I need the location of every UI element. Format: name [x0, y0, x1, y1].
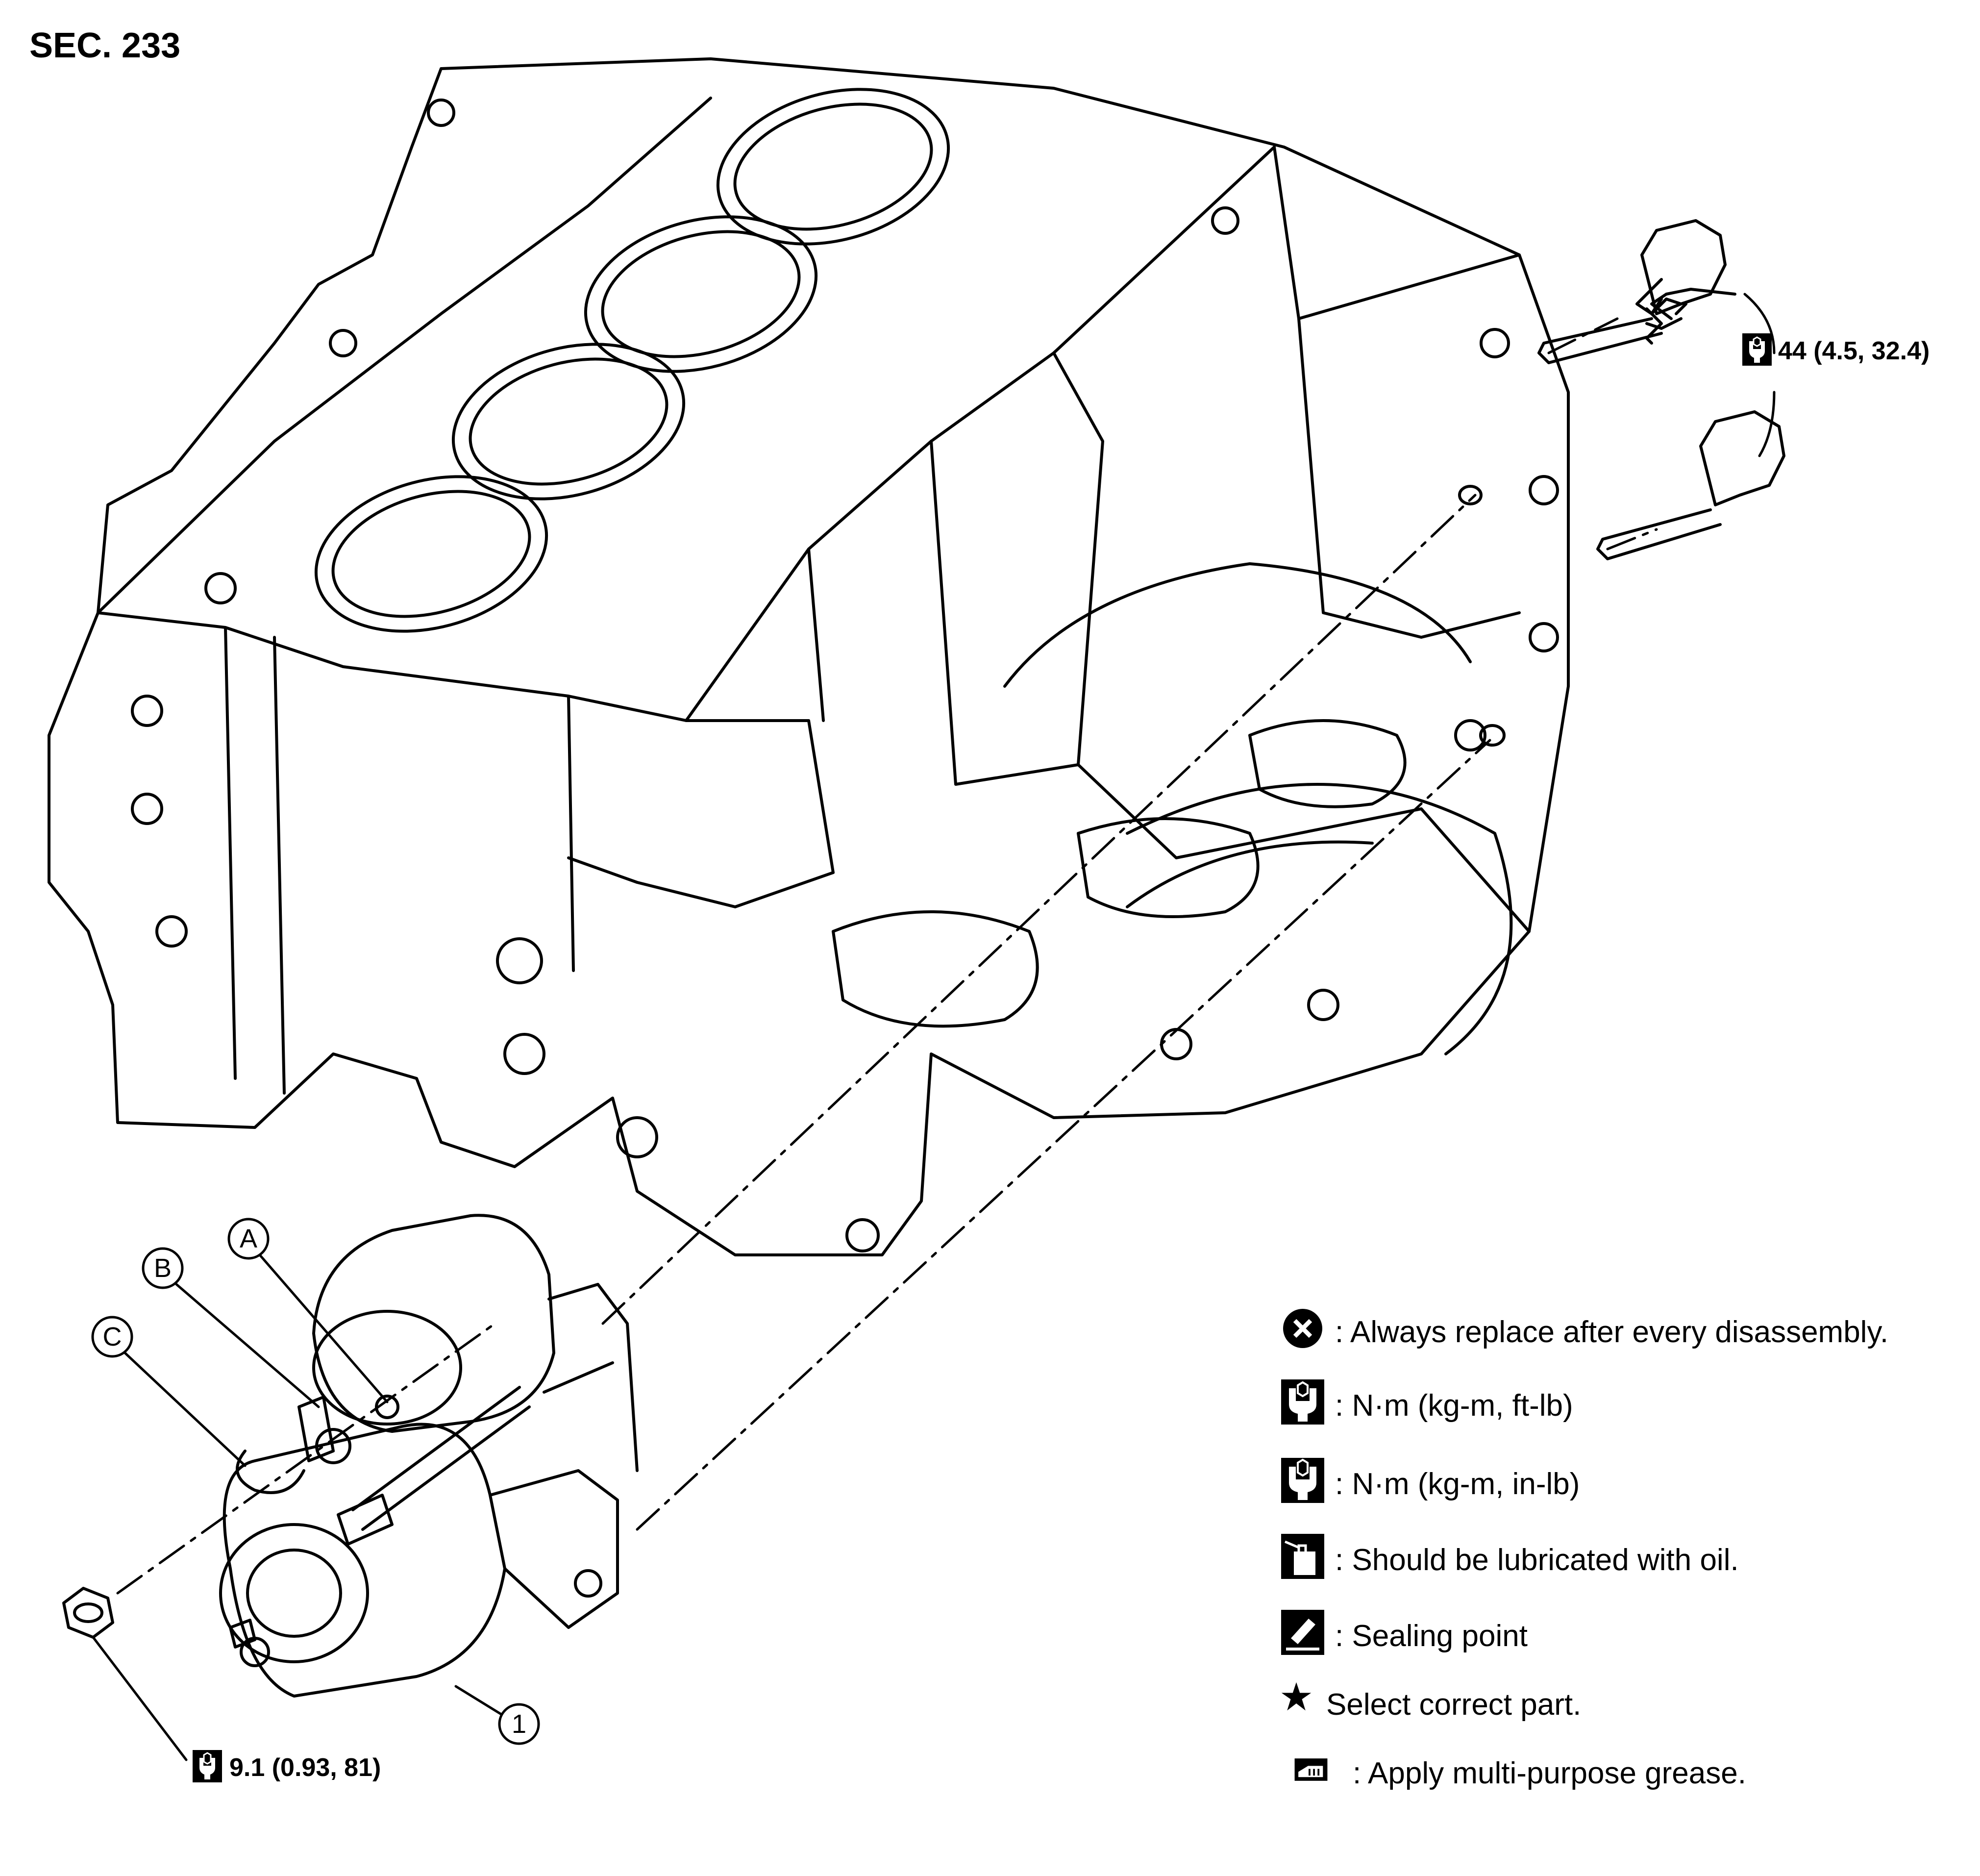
- legend-item: : Sealing point: [1279, 1608, 1965, 1662]
- mounting-bolts: [1537, 219, 1785, 560]
- legend-text: Select correct part.: [1326, 1688, 1582, 1722]
- nut-torque-spec: 9.1 (0.93, 81): [229, 1753, 381, 1782]
- callout-1: 1: [511, 1709, 527, 1739]
- legend-item: : N·m (kg-m, ft-lb): [1279, 1377, 1965, 1431]
- callout-b: B: [153, 1253, 172, 1283]
- torque-ft-lb-icon: [1281, 1379, 1324, 1425]
- cylinder-block: [48, 57, 1570, 1256]
- legend-text: : N·m (kg-m, in-lb): [1335, 1467, 1580, 1501]
- alignment-lines: [116, 317, 1658, 1595]
- legend-text: : N·m (kg-m, ft-lb): [1335, 1389, 1573, 1423]
- section-title: SEC. 233: [29, 26, 181, 65]
- legend-text: : Always replace after every disassembly…: [1335, 1315, 1889, 1349]
- callout-c-circle: [91, 1316, 133, 1358]
- callout-a-circle: [227, 1218, 270, 1260]
- callout-c: C: [102, 1322, 122, 1351]
- grease-icon: [1294, 1758, 1328, 1781]
- callout-1-circle: [498, 1703, 540, 1745]
- legend-item: : Always replace after every disassembly…: [1279, 1304, 1965, 1358]
- legend-item: Select correct part.: [1279, 1676, 1965, 1730]
- torque-wrench-inlb-icon: [193, 1750, 222, 1782]
- callout-leaders: [92, 1253, 521, 1761]
- starter-motor: [219, 1214, 639, 1698]
- oil-can-icon: [1281, 1534, 1324, 1579]
- legend-text: : Apply multi-purpose grease.: [1353, 1756, 1746, 1790]
- legend-text: : Should be lubricated with oil.: [1335, 1543, 1739, 1577]
- star-icon: [1281, 1682, 1312, 1711]
- legend-text: : Sealing point: [1335, 1619, 1528, 1653]
- torque-wrench-icon: [1742, 333, 1772, 366]
- mounting-nut: [62, 1587, 114, 1639]
- bolt-torque-spec: 44 (4.5, 32.4): [1778, 337, 1930, 365]
- replace-after-disassembly-icon: [1283, 1309, 1322, 1348]
- legend-item: : N·m (kg-m, in-lb): [1279, 1456, 1965, 1510]
- torque-in-lb-icon: [1281, 1458, 1324, 1503]
- torque-bracket: [1743, 293, 1776, 457]
- legend-item: : Apply multi-purpose grease.: [1279, 1745, 1965, 1799]
- callout-b-circle: [142, 1247, 184, 1289]
- sealing-point-icon: [1281, 1610, 1324, 1655]
- legend-item: : Should be lubricated with oil.: [1279, 1532, 1965, 1586]
- callout-a: A: [239, 1224, 258, 1253]
